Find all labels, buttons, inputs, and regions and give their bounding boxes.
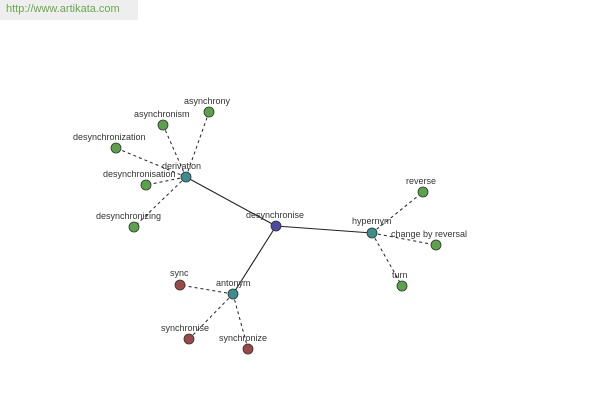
graph-nodes: asynchrony asynchronism desynchronization d… [73, 96, 467, 355]
edge-antonym-synchronise [188, 293, 234, 340]
node-desynchronizing[interactable]: desynchronizing [96, 211, 161, 233]
node-dot[interactable] [157, 119, 169, 131]
node-label[interactable]: turn [392, 270, 408, 280]
node-label[interactable]: desynchronise [246, 210, 304, 220]
node-desynchronization[interactable]: desynchronization [73, 132, 146, 154]
node-label[interactable]: change by reversal [391, 229, 467, 239]
node-hypernym[interactable]: hypernym [352, 216, 392, 239]
node-label[interactable]: reverse [406, 176, 436, 186]
node-label[interactable]: antonym [216, 278, 251, 288]
node-dot[interactable] [203, 106, 215, 118]
node-synchronize[interactable]: synchronize [219, 333, 267, 355]
node-label[interactable]: derivation [162, 161, 201, 171]
node-label[interactable]: desynchronization [73, 132, 146, 142]
node-label[interactable]: synchronize [219, 333, 267, 343]
node-dot[interactable] [366, 227, 378, 239]
node-synchronise[interactable]: synchronise [161, 323, 209, 345]
node-dot[interactable] [242, 343, 254, 355]
node-dot[interactable] [128, 221, 140, 233]
graph-edges [115, 111, 437, 350]
node-label[interactable]: synchronise [161, 323, 209, 333]
edge-derivation-desynchronizing [133, 176, 187, 228]
node-dot[interactable] [417, 186, 429, 198]
node-dot[interactable] [140, 179, 152, 191]
node-turn[interactable]: turn [392, 270, 408, 292]
node-dot[interactable] [430, 239, 442, 251]
node-dot[interactable] [183, 333, 195, 345]
node-reverse[interactable]: reverse [406, 176, 436, 198]
node-dot[interactable] [180, 171, 192, 183]
node-label[interactable]: hypernym [352, 216, 392, 226]
node-desynchronise[interactable]: desynchronise [246, 210, 304, 232]
node-dot[interactable] [110, 142, 122, 154]
node-asynchrony[interactable]: asynchrony [184, 96, 231, 118]
edge-hypernym-change-by-reversal [371, 232, 437, 246]
node-dot[interactable] [227, 288, 239, 300]
node-label[interactable]: sync [170, 268, 189, 278]
node-derivation[interactable]: derivation [162, 161, 201, 183]
node-antonym[interactable]: antonym [216, 278, 251, 300]
node-sync[interactable]: sync [170, 268, 189, 291]
url-link[interactable]: http://www.artikata.com [6, 3, 120, 15]
edge-center-hypernym [275, 225, 373, 234]
edge-hypernym-turn [371, 232, 403, 287]
edge-center-derivation [185, 176, 277, 227]
edge-hypernym-reverse [371, 191, 424, 234]
node-label[interactable]: asynchrony [184, 96, 231, 106]
url-banner: http://www.artikata.com [0, 0, 138, 20]
node-label[interactable]: desynchronisation [103, 169, 176, 179]
edge-antonym-sync [179, 284, 234, 295]
node-dot[interactable] [174, 279, 186, 291]
node-label[interactable]: asynchronism [134, 109, 190, 119]
node-dot[interactable] [270, 220, 282, 232]
node-label[interactable]: desynchronizing [96, 211, 161, 221]
edge-derivation-desynchronisation [145, 176, 187, 186]
node-change-by-reversal[interactable]: change by reversal [391, 229, 467, 251]
edge-derivation-desynchronization [115, 147, 187, 178]
node-asynchronism[interactable]: asynchronism [134, 109, 190, 131]
edge-center-antonym [232, 225, 277, 295]
node-dot[interactable] [396, 280, 408, 292]
node-desynchronisation[interactable]: desynchronisation [103, 169, 176, 191]
